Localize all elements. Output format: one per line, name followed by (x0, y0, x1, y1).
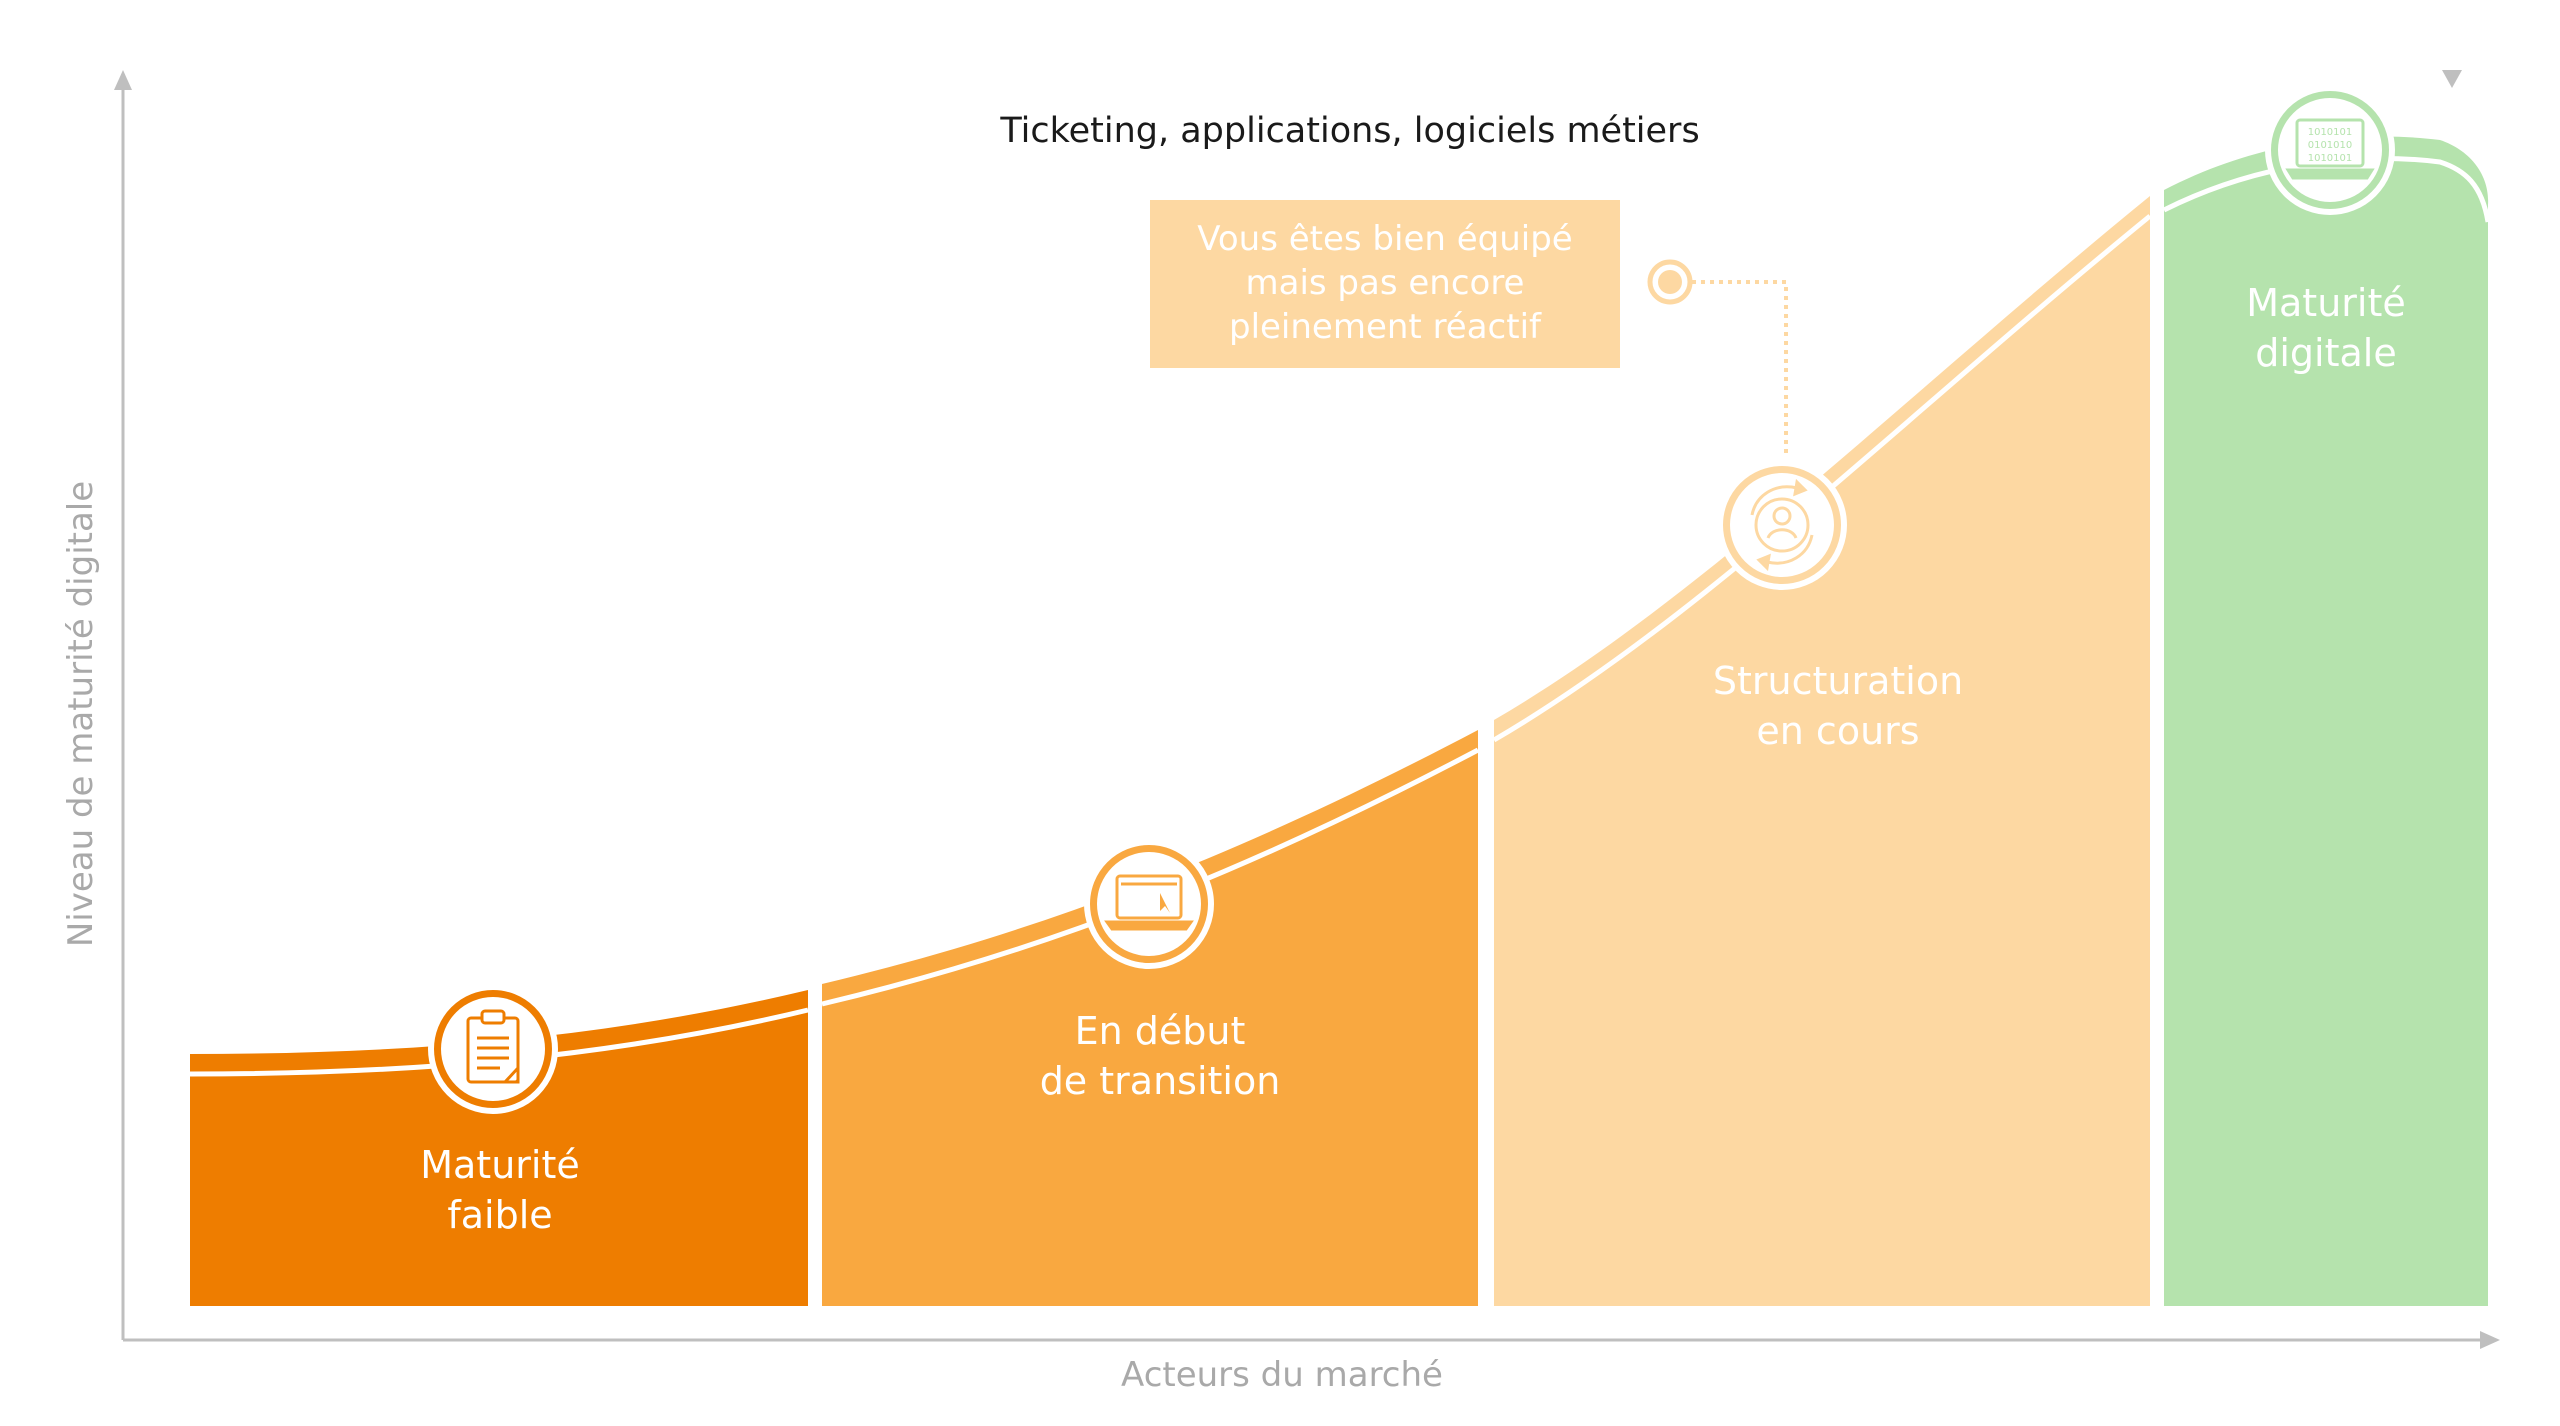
stage-4-label-line-1: Maturité (2246, 281, 2406, 325)
callout: Vous êtes bien équipé mais pas encore pl… (1150, 200, 1788, 458)
svg-text:1010101: 1010101 (2308, 127, 2353, 138)
stage-3-label-line-2: en cours (1756, 709, 1919, 753)
x-axis-label: Acteurs du marché (1121, 1355, 1443, 1395)
callout-line-2: mais pas encore (1246, 263, 1525, 303)
stage-1-label-line-1: Maturité (420, 1143, 580, 1187)
clipboard-icon (466, 1009, 520, 1084)
callout-line-1: Vous êtes bien équipé (1197, 219, 1572, 259)
stage-1-icon-badge (428, 984, 558, 1114)
y-axis-label: Niveau de maturité digitale (61, 481, 101, 947)
svg-text:0101010: 0101010 (2308, 140, 2353, 151)
diagram-title: Ticketing, applications, logiciels métie… (999, 111, 1699, 151)
stage-4-label-line-2: digitale (2255, 331, 2396, 375)
binary-laptop-icon: 1010101 0101010 1010101 (2285, 118, 2375, 180)
stage-3-area (1494, 196, 2150, 1306)
stage-4-curve (2162, 155, 2491, 223)
axes (114, 70, 2500, 1349)
stage-4-icon-badge: 1010101 0101010 1010101 (2265, 85, 2395, 215)
corner-arrow-icon (2442, 70, 2462, 88)
callout-connector (1692, 280, 1788, 458)
stage-2-area (822, 730, 1478, 1306)
callout-box (1150, 200, 1620, 368)
user-cycle-icon (1750, 478, 1814, 572)
stage-4-area (2164, 136, 2489, 1307)
stage-2-icon-badge (1084, 839, 1214, 969)
laptop-cursor-icon (1104, 874, 1194, 931)
stage-3-label-line-1: Structuration (1713, 659, 1963, 703)
stage-2-label-line-2: de transition (1040, 1059, 1281, 1103)
stage-1-label-line-2: faible (447, 1193, 552, 1237)
stage-3-icon-badge (1717, 460, 1847, 590)
stage-digital-maturity (2162, 136, 2491, 1307)
y-axis-arrow-icon (114, 70, 132, 90)
x-axis-arrow-icon (2480, 1331, 2500, 1349)
svg-text:1010101: 1010101 (2308, 153, 2353, 164)
stage-2-label-line-1: En début (1075, 1009, 1246, 1053)
callout-line-3: pleinement réactif (1229, 307, 1542, 347)
